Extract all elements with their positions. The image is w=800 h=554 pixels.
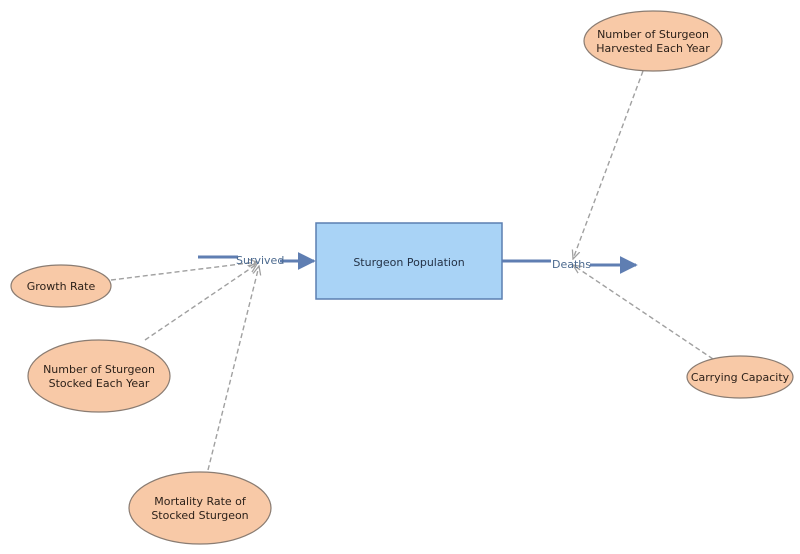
survived-flow-label[interactable]: Survived bbox=[236, 254, 284, 267]
carrying-capacity-label: Carrying Capacity bbox=[691, 371, 790, 384]
mortality-rate-node[interactable] bbox=[128, 471, 272, 545]
harvested-each-year-label-line2: Harvested Each Year bbox=[596, 42, 710, 55]
link-mortality-to-survived bbox=[207, 266, 259, 471]
deaths-flow-label[interactable]: Deaths bbox=[552, 258, 591, 271]
harvested-each-year-node[interactable] bbox=[583, 10, 723, 72]
link-stocked-to-survived bbox=[144, 264, 257, 341]
link-harvested-to-deaths bbox=[573, 70, 644, 259]
stock-box[interactable] bbox=[315, 222, 503, 300]
link-carrying-capacity-to-deaths bbox=[573, 265, 714, 360]
harvested-each-year-label-line1: Number of Sturgeon bbox=[597, 28, 709, 41]
growth-rate-node[interactable] bbox=[10, 264, 112, 308]
mortality-rate-label-line1: Mortality Rate of bbox=[154, 495, 247, 508]
stock-label: Sturgeon Population bbox=[353, 256, 464, 269]
carrying-capacity-node[interactable] bbox=[686, 355, 794, 399]
stocked-each-year-node[interactable] bbox=[27, 339, 171, 413]
link-growth-rate-to-survived bbox=[110, 262, 257, 281]
growth-rate-label: Growth Rate bbox=[27, 280, 96, 293]
stocked-each-year-label-line2: Stocked Each Year bbox=[49, 377, 150, 390]
stocked-each-year-label-line1: Number of Sturgeon bbox=[43, 363, 155, 376]
mortality-rate-label-line2: Stocked Sturgeon bbox=[151, 509, 248, 522]
